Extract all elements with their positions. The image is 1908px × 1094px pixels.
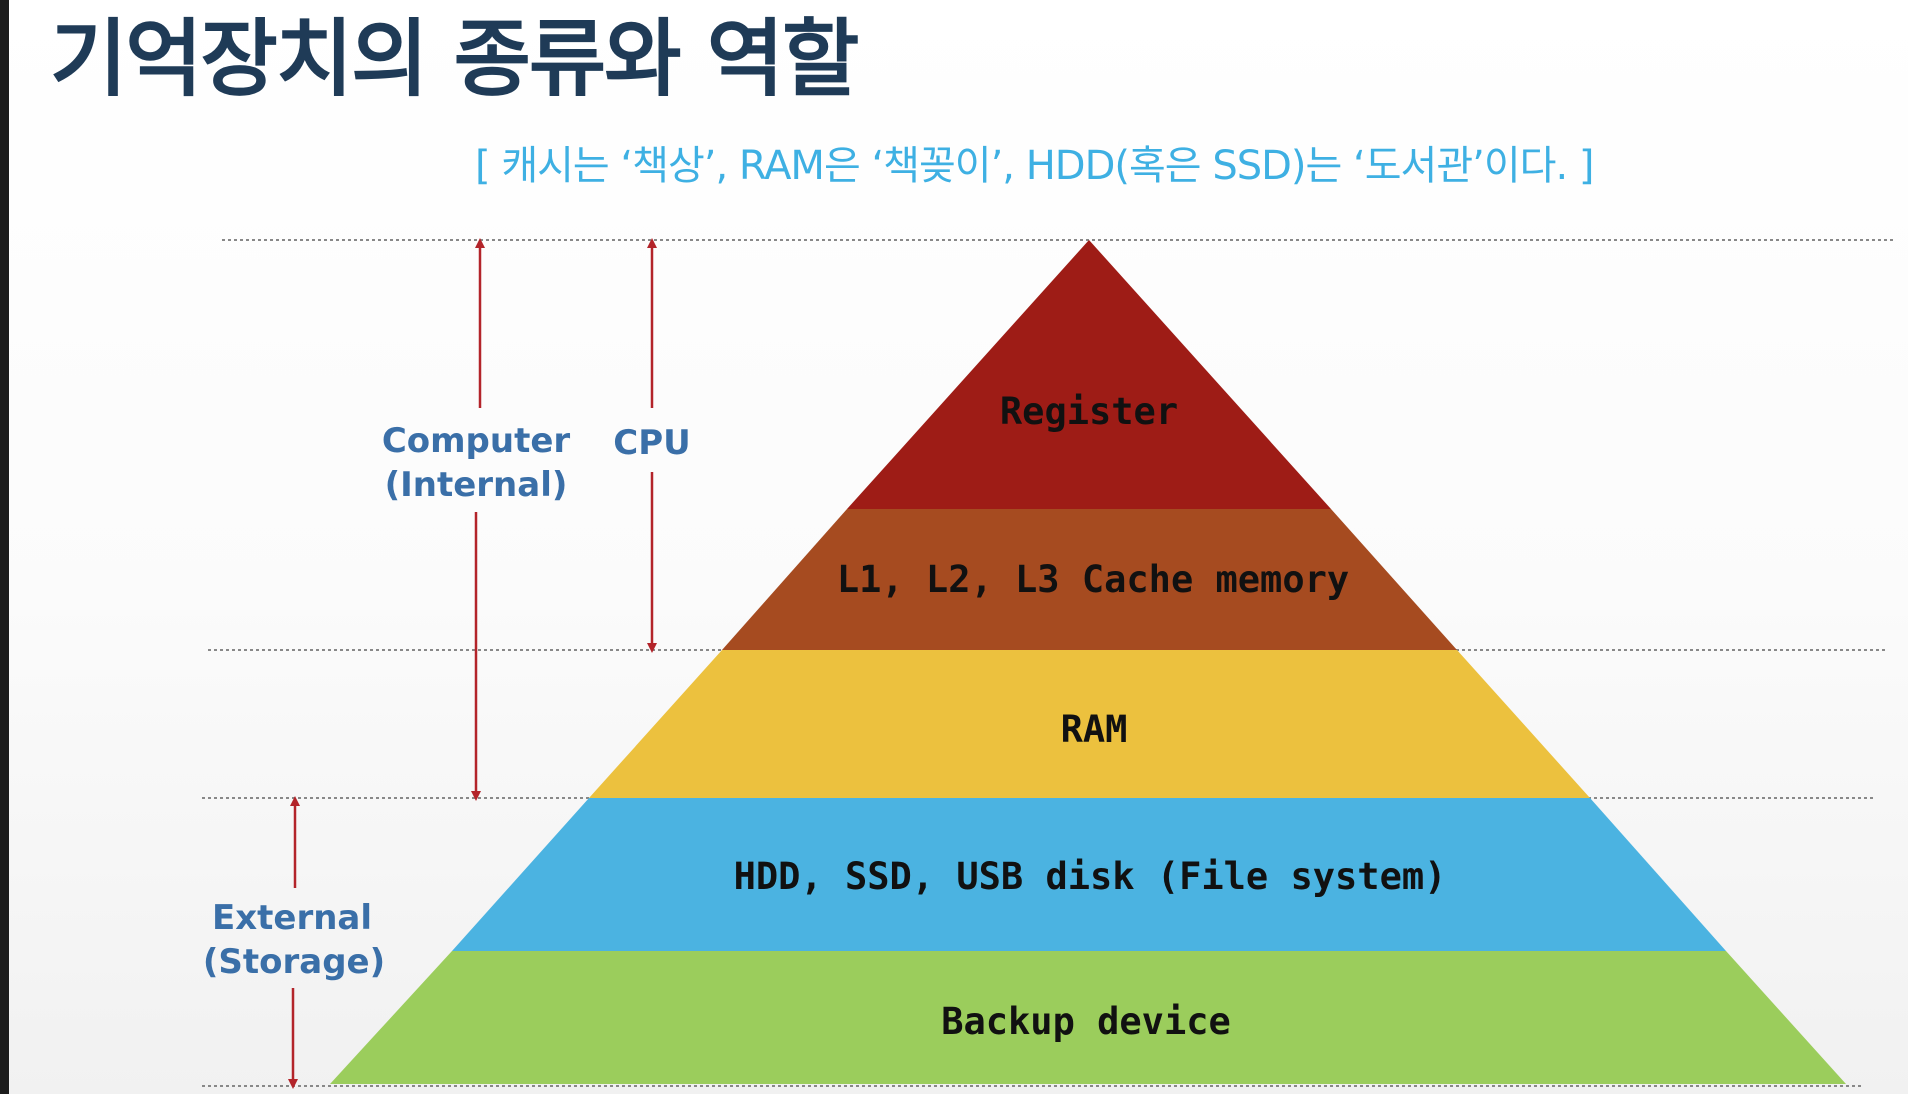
computer-range-label-line2: (Internal)	[385, 465, 568, 505]
slide-title: 기억장치의 종류와 역할	[50, 10, 859, 108]
pyramid-layer-storage	[452, 798, 1726, 951]
pyramid-layer-register	[847, 240, 1331, 509]
computer-range-label-line1: Computer	[382, 421, 571, 461]
layer-label-register: Register	[1000, 390, 1178, 433]
layer-label-ram: RAM	[1061, 708, 1128, 751]
window-edge	[0, 0, 9, 1094]
slide-subtitle: [ 캐시는 ‘책상’, RAM은 ‘책꽂이’, HDD(혹은 SSD)는 ‘도서…	[475, 143, 1594, 189]
pyramid-layer-cache	[722, 509, 1457, 650]
layer-label-backup: Backup device	[941, 1000, 1231, 1043]
external-range-label-line2: (Storage)	[203, 942, 385, 982]
external-range-label-line1: External	[212, 898, 372, 938]
pyramid-layer-ram	[589, 650, 1590, 798]
cpu-range-label: CPU	[613, 423, 690, 463]
layer-label-cache: L1, L2, L3 Cache memory	[837, 558, 1349, 601]
layer-label-storage: HDD, SSD, USB disk (File system)	[734, 855, 1447, 898]
pyramid-layer-backup	[330, 951, 1846, 1084]
